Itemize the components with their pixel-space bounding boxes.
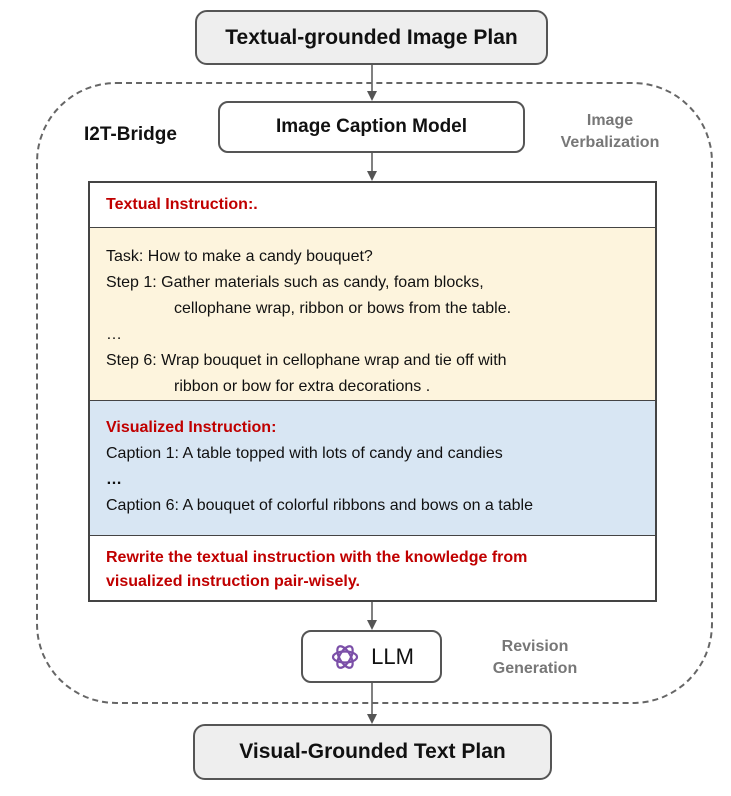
step1-continuation: cellophane wrap, ribbon or bows from the…: [174, 300, 512, 317]
textual-instruction-section: Textual Instruction:.: [90, 183, 655, 228]
step6-continuation: ribbon or bow for extra decorations .: [174, 378, 431, 395]
visual-grounded-text-plan-box: Visual-Grounded Text Plan: [193, 724, 552, 780]
revision-generation-label: Revision Generation: [460, 636, 610, 680]
caption-ellipsis: …: [106, 471, 122, 488]
revision-generation-line1: Revision: [501, 638, 569, 655]
caption6-line: Caption 6: A bouquet of colorful ribbons…: [106, 497, 533, 514]
llm-label: LLM: [371, 643, 414, 669]
i2t-bridge-label: I2T-Bridge: [84, 124, 177, 145]
task-line: Task: How to make a candy bouquet?: [106, 248, 373, 265]
top-box-label: Textual-grounded Image Plan: [225, 25, 518, 49]
revision-generation-line2: Generation: [492, 660, 578, 677]
llm-box: LLM: [301, 630, 442, 683]
step6-line: Step 6: Wrap bouquet in cellophane wrap …: [106, 352, 507, 369]
image-verbalization-label: Image Verbalization: [535, 110, 685, 154]
instruction-panel: Textual Instruction:. Task: How to make …: [88, 181, 657, 602]
visualized-instruction-section: Visualized Instruction: Caption 1: A tab…: [90, 401, 655, 536]
task-steps-section: Task: How to make a candy bouquet? Step …: [90, 228, 655, 401]
openai-logo-icon: [329, 641, 361, 673]
caption1-line: Caption 1: A table topped with lots of c…: [106, 445, 503, 462]
rewrite-line2: visualized instruction pair-wisely.: [106, 573, 360, 590]
rewrite-prompt-section: Rewrite the textual instruction with the…: [90, 536, 655, 600]
textual-grounded-image-plan-box: Textual-grounded Image Plan: [195, 10, 548, 65]
step1-line: Step 1: Gather materials such as candy, …: [106, 274, 484, 291]
bottom-box-label: Visual-Grounded Text Plan: [239, 740, 506, 763]
visualized-instruction-title: Visualized Instruction:: [106, 419, 277, 436]
i2t-bridge-container: [36, 82, 713, 704]
caption-model-label: Image Caption Model: [275, 116, 468, 137]
textual-instruction-title: Textual Instruction:.: [106, 196, 258, 213]
image-verbalization-line1: Image: [586, 112, 634, 129]
image-caption-model-box: Image Caption Model: [218, 101, 525, 153]
step-ellipsis: …: [106, 326, 122, 343]
image-verbalization-line2: Verbalization: [560, 134, 660, 151]
rewrite-line1: Rewrite the textual instruction with the…: [106, 549, 528, 566]
